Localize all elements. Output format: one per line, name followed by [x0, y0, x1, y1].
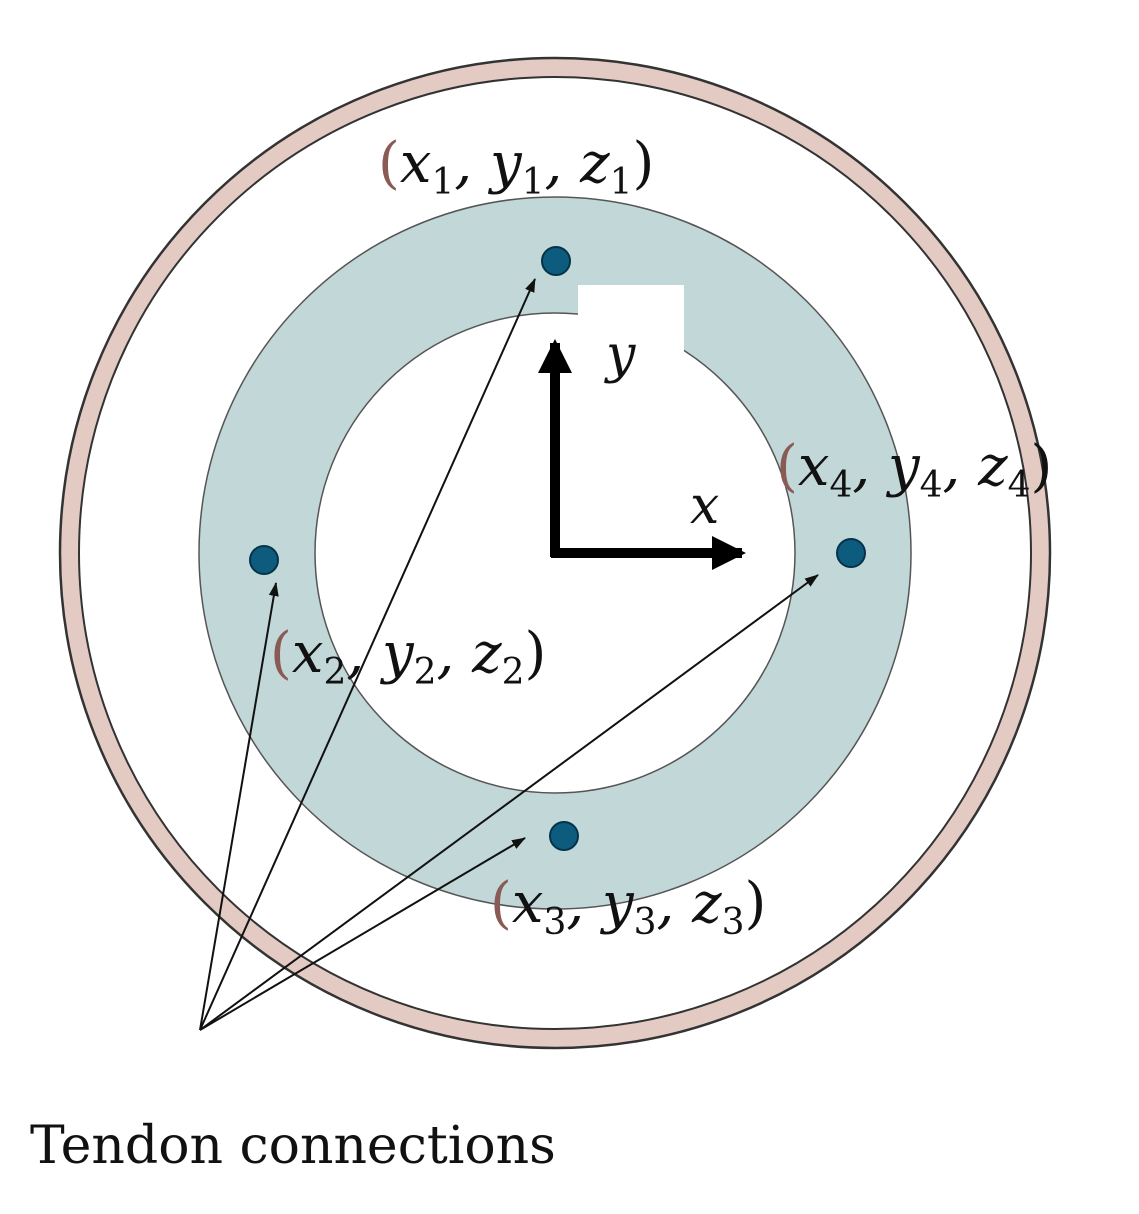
leader-arrow-point-4 — [199, 574, 819, 1031]
y-label-patch — [578, 285, 684, 355]
y-axis-label: y — [604, 325, 636, 385]
tendon-point-3 — [549, 821, 579, 851]
tendon-point-4 — [836, 538, 866, 568]
point-4-label: (x4, y4, z4) — [776, 434, 1052, 506]
leader-arrow-point-1 — [199, 278, 536, 1031]
leader-arrow-point-3 — [199, 837, 526, 1031]
point-3-label: (x3, y3, z3) — [490, 871, 766, 943]
leader-arrow-point-2 — [199, 582, 279, 1031]
caption: Tendon connections — [30, 1116, 556, 1176]
x-axis-label: x — [690, 476, 719, 536]
point-2-label: (x2, y2, z2) — [270, 621, 546, 693]
point-1-label: (x1, y1, z1) — [378, 131, 654, 203]
tendon-point-1 — [541, 246, 571, 276]
tendon-point-2 — [249, 545, 279, 575]
